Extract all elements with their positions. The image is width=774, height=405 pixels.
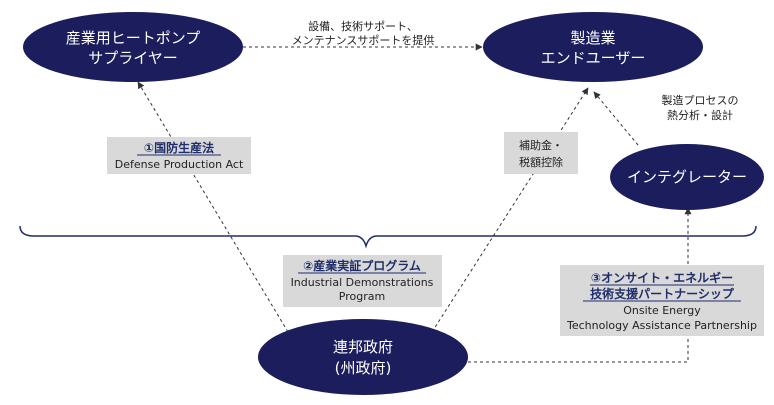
gov-to-integrator-line <box>468 207 692 363</box>
svg-text:Technology Assistance Partners: Technology Assistance Partnership <box>566 319 757 332</box>
svg-text:製造プロセスの: 製造プロセスの <box>662 93 739 107</box>
integrator-to-enduser-arrow <box>593 91 639 146</box>
svg-text:Onsite Energy: Onsite Energy <box>623 304 701 317</box>
svg-text:サプライヤー: サプライヤー <box>88 49 178 67</box>
svg-text:税額控除: 税額控除 <box>519 155 563 169</box>
program-dpa-label: ①国防生産法 Defense Production Act <box>107 137 251 174</box>
gov-to-enduser-line <box>431 87 589 333</box>
thermal-note: 製造プロセスの 熱分析・設計 <box>662 93 739 122</box>
svg-text:補助金・: 補助金・ <box>519 138 563 152</box>
government-node: 連邦政府 (州政府) <box>258 319 468 395</box>
program-idp-label: ②産業実証プログラム Industrial Demonstrations Pro… <box>283 255 442 307</box>
svg-text:Program: Program <box>339 290 385 303</box>
svg-text:産業用ヒートポンプ: 産業用ヒートポンプ <box>66 29 201 47</box>
enduser-node: 製造業 エンドユーザー <box>483 12 703 82</box>
program-otap-label: ③オンサイト・エネルギー 技術支援パートナーシップ Onsite Energy … <box>560 265 764 336</box>
subsidy-note: 補助金・ 税額控除 <box>504 132 578 174</box>
svg-text:(州政府): (州政府) <box>335 359 392 377</box>
svg-text:エンドユーザー: エンドユーザー <box>541 49 646 67</box>
integrator-node: インテグレーター <box>610 144 764 210</box>
svg-text:熱分析・設計: 熱分析・設計 <box>667 108 733 122</box>
svg-text:技術支援パートナーシップ: 技術支援パートナーシップ <box>590 286 735 301</box>
svg-text:Defense Production Act: Defense Production Act <box>115 158 244 171</box>
grouping-brace <box>19 225 757 249</box>
svg-text:設備、技術サポート、: 設備、技術サポート、 <box>308 19 418 33</box>
svg-text:①国防生産法: ①国防生産法 <box>144 140 214 155</box>
supplier-node: 産業用ヒートポンプ サプライヤー <box>23 12 243 82</box>
svg-text:メンテナンスサポートを提供: メンテナンスサポートを提供 <box>292 33 435 47</box>
services-note: 設備、技術サポート、 メンテナンスサポートを提供 <box>292 19 435 47</box>
svg-text:③オンサイト・エネルギー: ③オンサイト・エネルギー <box>591 270 733 285</box>
svg-text:製造業: 製造業 <box>570 29 615 47</box>
svg-text:インテグレーター: インテグレーター <box>627 168 747 186</box>
gov-to-supplier-line <box>137 81 289 333</box>
svg-text:Industrial Demonstrations: Industrial Demonstrations <box>291 276 434 289</box>
svg-text:連邦政府: 連邦政府 <box>333 338 393 356</box>
svg-text:②産業実証プログラム: ②産業実証プログラム <box>303 258 421 273</box>
